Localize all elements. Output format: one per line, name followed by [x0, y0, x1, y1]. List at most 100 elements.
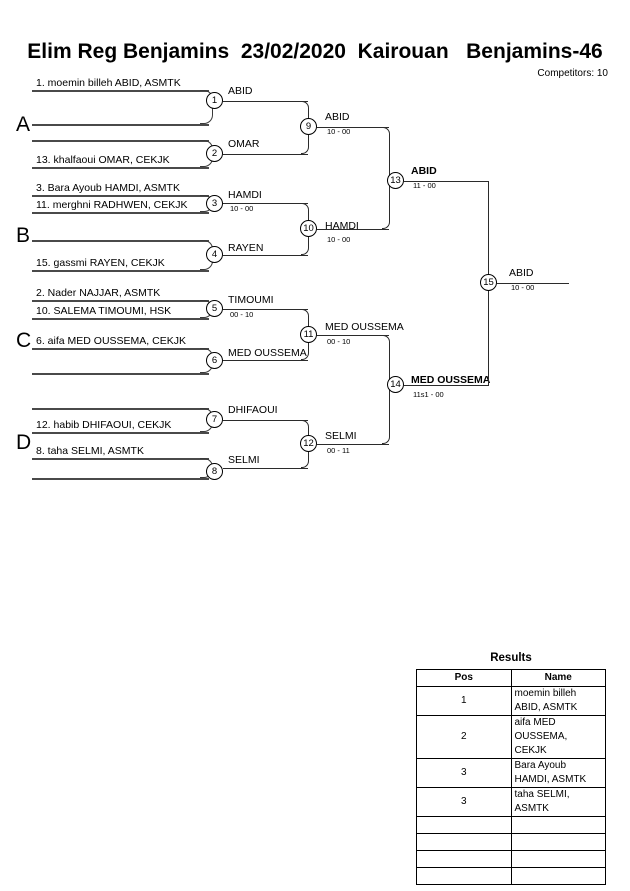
group-label-b: B: [16, 224, 31, 247]
match-circle-8[interactable]: 8: [206, 463, 223, 480]
slot-line: [32, 140, 209, 142]
advance-line: [223, 101, 308, 102]
slot-line: [32, 212, 209, 214]
winner-label-14: MED OUSSEMA: [411, 374, 491, 386]
winner-label-13: ABID: [411, 165, 437, 177]
bracket-elbow: [382, 127, 390, 181]
entrant-name: 8. taha SELMI, ASMTK: [36, 445, 144, 457]
slot-line: [32, 167, 209, 169]
advance-line: [317, 335, 389, 336]
slot-line: [32, 432, 209, 434]
slot-line: [32, 300, 209, 302]
entrant-name: 13. khalfaoui OMAR, CEKJK: [36, 154, 170, 166]
slot-line: [32, 318, 209, 320]
match-circle-15[interactable]: 15: [480, 274, 497, 291]
entrant-name: 10. SALEMA TIMOUMI, HSK: [36, 305, 172, 317]
result-position: [416, 867, 512, 885]
bracket-elbow: [382, 182, 390, 229]
advance-line: [223, 203, 308, 204]
winner-label-8: SELMI: [228, 454, 260, 466]
advance-line: [223, 255, 308, 256]
entrant-name: 15. gassmi RAYEN, CEKJK: [36, 257, 165, 269]
winner-score-5: 00 - 10: [230, 310, 254, 319]
result-position: 3: [416, 758, 512, 788]
result-name: [510, 833, 606, 851]
winner-label-15: ABID: [509, 267, 534, 279]
result-position: 3: [416, 787, 512, 817]
bracket-elbow: [301, 101, 309, 127]
advance-line: [223, 154, 308, 155]
entrant-name: 3. Bara Ayoub HAMDI, ASMTK: [36, 182, 180, 194]
result-name: [510, 816, 606, 834]
match-circle-10[interactable]: 10: [300, 220, 317, 237]
bracket-elbow: [301, 203, 309, 229]
table-row: [416, 833, 606, 851]
match-circle-1[interactable]: 1: [206, 92, 223, 109]
competitors-count: Competitors: 10: [537, 68, 608, 79]
results-header-row: Pos Name: [416, 669, 606, 687]
advance-line: [223, 420, 308, 421]
slot-line: [32, 458, 209, 460]
advance-line: [223, 468, 308, 469]
slot-line: [32, 195, 209, 197]
winner-score-13: 11 - 00: [413, 181, 436, 190]
entrant-name: 12. habib DHIFAOUI, CEKJK: [36, 419, 172, 431]
winner-label-1: ABID: [228, 85, 253, 97]
winner-label-11: MED OUSSEMA: [325, 321, 404, 333]
result-name: [510, 850, 606, 868]
match-circle-13[interactable]: 13: [387, 172, 404, 189]
match-circle-3[interactable]: 3: [206, 195, 223, 212]
group-label-c: C: [16, 329, 32, 352]
champion-line: [497, 283, 569, 284]
match-circle-9[interactable]: 9: [300, 118, 317, 135]
result-position: [416, 850, 512, 868]
result-name: [510, 867, 606, 885]
entrant-name: 11. merghni RADHWEN, CEKJK: [36, 199, 188, 211]
entrant-name: 6. aifa MED OUSSEMA, CEKJK: [36, 335, 186, 347]
advance-line: [404, 385, 489, 386]
match-circle-2[interactable]: 2: [206, 145, 223, 162]
table-row: [416, 867, 606, 885]
results-title: Results: [490, 652, 532, 664]
match-circle-14[interactable]: 14: [387, 376, 404, 393]
result-name: moemin billeh ABID, ASMTK: [510, 686, 606, 716]
winner-score-10: 10 - 00: [327, 235, 351, 244]
bracket-elbow: [382, 386, 390, 444]
winner-score-11: 00 - 10: [327, 337, 351, 346]
advance-line: [223, 360, 308, 361]
winner-score-12: 00 - 11: [327, 446, 350, 455]
results-col-name: Name: [510, 669, 606, 687]
result-position: [416, 833, 512, 851]
result-position: 2: [416, 715, 512, 759]
match-circle-6[interactable]: 6: [206, 352, 223, 369]
winner-label-2: OMAR: [228, 138, 260, 150]
match-circle-7[interactable]: 7: [206, 411, 223, 428]
slot-line: [32, 90, 209, 92]
group-label-a: A: [16, 113, 31, 136]
winner-label-7: DHIFAOUI: [228, 404, 278, 416]
match-circle-4[interactable]: 4: [206, 246, 223, 263]
slot-line: [32, 478, 209, 480]
slot-line: [32, 270, 209, 272]
match-circle-12[interactable]: 12: [300, 435, 317, 452]
bracket-elbow: [301, 420, 309, 444]
bracket-elbow: [301, 309, 309, 335]
advance-line: [317, 229, 389, 230]
final-connector: [488, 284, 489, 385]
result-name: Bara Ayoub HAMDI, ASMTK: [510, 758, 606, 788]
winner-score-9: 10 - 00: [327, 127, 351, 136]
match-circle-5[interactable]: 5: [206, 300, 223, 317]
winner-label-6: MED OUSSEMA: [228, 347, 307, 359]
result-name: taha SELMI, ASMTK: [510, 787, 606, 817]
winner-label-3: HAMDI: [228, 189, 262, 201]
bracket-elbow: [382, 335, 390, 385]
winner-label-10: HAMDI: [325, 220, 359, 232]
match-circle-11[interactable]: 11: [300, 326, 317, 343]
winner-label-12: SELMI: [325, 430, 357, 442]
winner-label-5: TIMOUMI: [228, 294, 274, 306]
